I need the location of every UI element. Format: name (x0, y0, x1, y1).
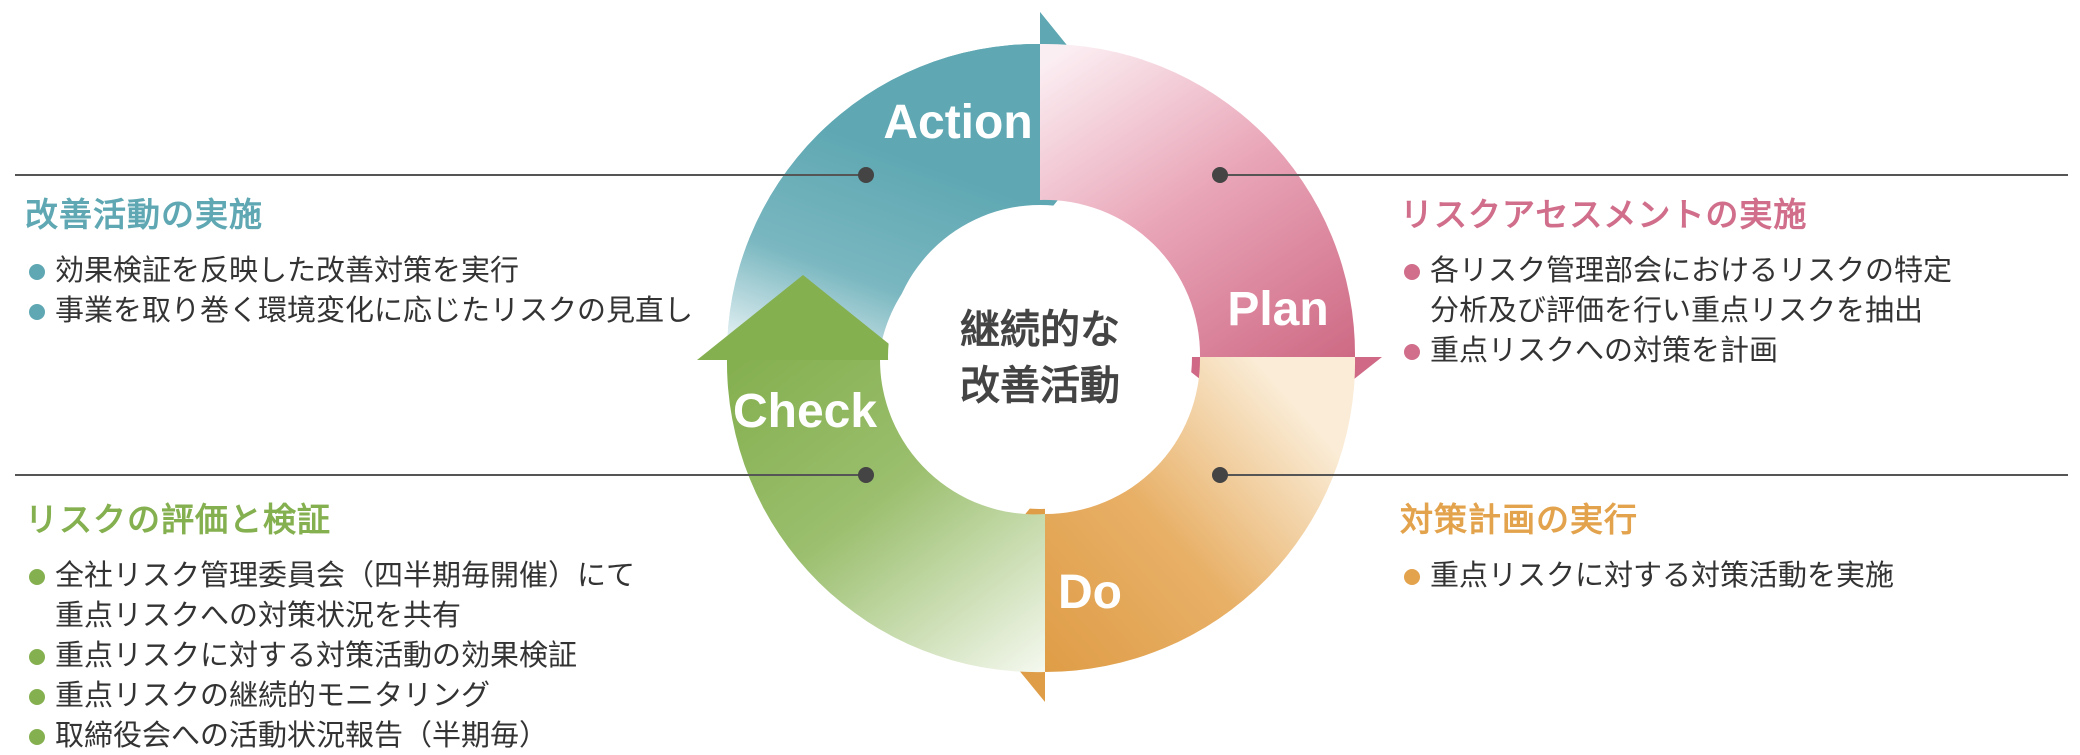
connector-dot-plan (1212, 167, 1228, 183)
do-panel: 対策計画の実行 重点リスクに対する対策活動を実施 (1400, 493, 1894, 595)
bullet-item: 重点リスクに対する対策活動の効果検証 (25, 635, 635, 675)
bullet-item: 効果検証を反映した改善対策を実行 (25, 250, 693, 290)
check-arrowhead (697, 275, 909, 360)
bullet-item: 重点リスクの継続的モニタリング (25, 675, 635, 715)
check-panel-title: リスクの評価と検証 (25, 500, 331, 539)
plan-panel: リスクアセスメントの実施 各リスク管理部会におけるリスクの特定分析及び評価を行い… (1400, 188, 1952, 370)
bullet-dot-icon (1404, 569, 1420, 585)
bullet-item: 全社リスク管理委員会（四半期毎開催）にて重点リスクへの対策状況を共有 (25, 555, 635, 635)
connector-dot-check (858, 467, 874, 483)
bullet-text: 全社リスク管理委員会（四半期毎開催）にて (55, 558, 636, 592)
bullet-item: 重点リスクへの対策を計画 (1400, 330, 1952, 370)
bullet-dot-icon (29, 649, 45, 665)
center-circle (888, 205, 1192, 509)
bullet-text: 事業を取り巻く環境変化に応じたリスクの見直し (55, 293, 694, 327)
connector-dot-do (1212, 467, 1228, 483)
bullet-dot-icon (29, 689, 45, 705)
bullet-dot-icon (1404, 264, 1420, 280)
bullet-text: 重点リスクに対する対策活動を実施 (1430, 558, 1895, 592)
bullet-text: 重点リスクへの対策を計画 (1430, 333, 1779, 367)
check-arrow-body (726, 357, 1045, 673)
action-panel-list: 効果検証を反映した改善対策を実行事業を取り巻く環境変化に応じたリスクの見直し (25, 250, 693, 330)
bullet-dot-icon (29, 264, 45, 280)
connector-dot-action (858, 167, 874, 183)
bullet-text: 取締役会への活動状況報告（半期毎） (55, 718, 549, 752)
action-panel-title: 改善活動の実施 (25, 195, 263, 234)
action-label: Action (883, 96, 1032, 149)
bullet-text: 重点リスクの継続的モニタリング (55, 678, 491, 712)
bullet-text: 分析及び評価を行い重点リスクを抽出 (1430, 293, 1924, 327)
bullet-text: 重点リスクへの対策状況を共有 (55, 598, 462, 632)
check-label: Check (733, 385, 877, 438)
plan-panel-title: リスクアセスメントの実施 (1400, 195, 1808, 234)
do-label: Do (1058, 566, 1122, 619)
plan-panel-list: 各リスク管理部会におけるリスクの特定分析及び評価を行い重点リスクを抽出重点リスク… (1400, 250, 1952, 370)
bullet-item: 各リスク管理部会におけるリスクの特定分析及び評価を行い重点リスクを抽出 (1400, 250, 1952, 330)
bullet-dot-icon (29, 304, 45, 320)
center-title-line2: 改善活動 (960, 363, 1120, 409)
do-panel-title: 対策計画の実行 (1400, 500, 1638, 539)
do-arrow-body (1045, 357, 1356, 672)
bullet-dot-icon (29, 729, 45, 745)
bullet-item: 取締役会への活動状況報告（半期毎） (25, 715, 635, 755)
plan-arrow-body (1040, 43, 1356, 357)
plan-label: Plan (1227, 283, 1328, 336)
bullet-text: 効果検証を反映した改善対策を実行 (55, 253, 520, 287)
check-panel-list: 全社リスク管理委員会（四半期毎開催）にて重点リスクへの対策状況を共有重点リスクに… (25, 555, 635, 755)
bullet-dot-icon (29, 569, 45, 585)
bullet-text: 重点リスクに対する対策活動の効果検証 (55, 638, 578, 672)
bullet-item: 事業を取り巻く環境変化に応じたリスクの見直し (25, 290, 693, 330)
do-panel-list: 重点リスクに対する対策活動を実施 (1400, 555, 1894, 595)
check-panel: リスクの評価と検証 全社リスク管理委員会（四半期毎開催）にて重点リスクへの対策状… (25, 493, 635, 755)
bullet-dot-icon (1404, 344, 1420, 360)
bullet-item: 重点リスクに対する対策活動を実施 (1400, 555, 1894, 595)
center-title-line1: 継続的な (960, 307, 1120, 353)
action-panel: 改善活動の実施 効果検証を反映した改善対策を実行事業を取り巻く環境変化に応じたリ… (25, 188, 693, 330)
bullet-text: 各リスク管理部会におけるリスクの特定 (1430, 253, 1953, 287)
